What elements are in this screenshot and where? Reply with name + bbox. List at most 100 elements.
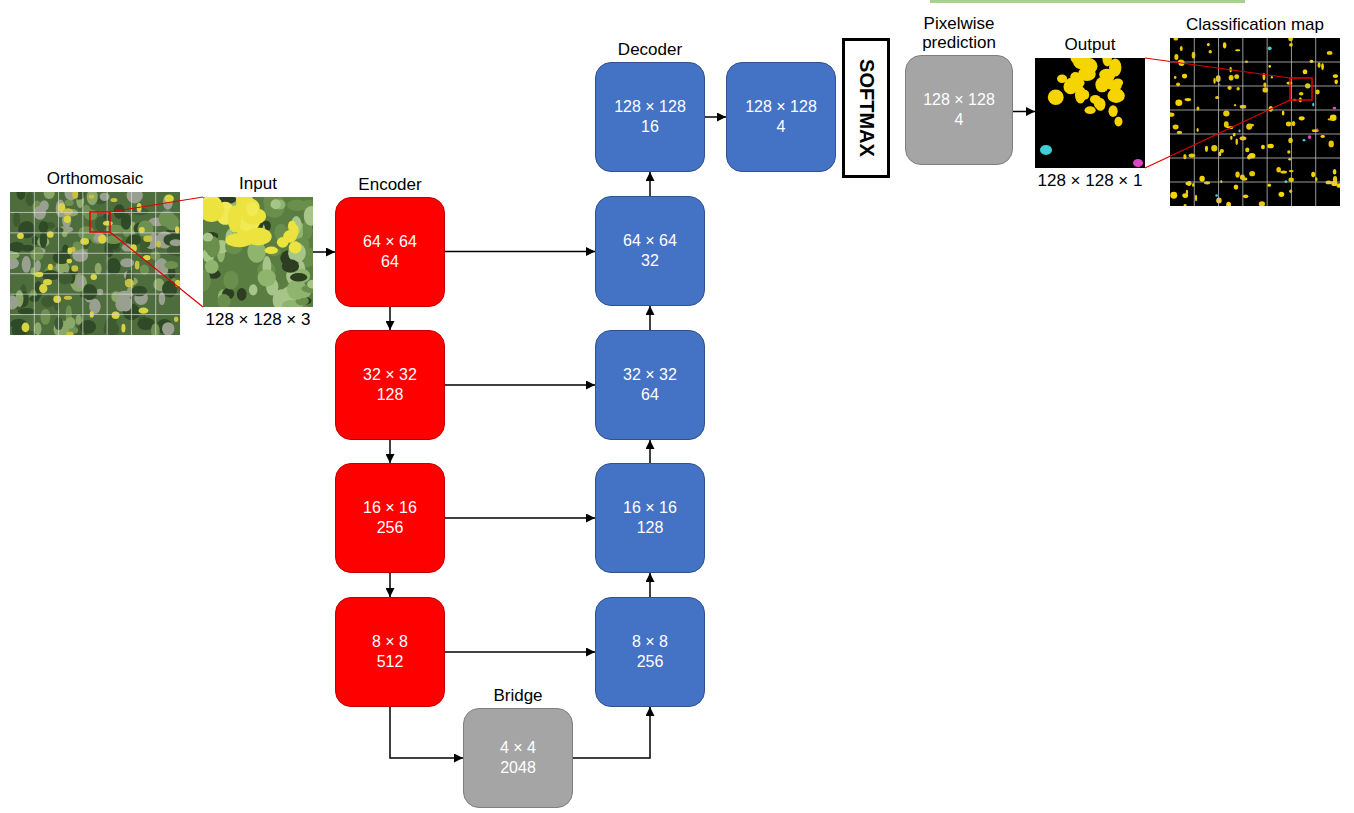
texture-patch bbox=[1286, 122, 1292, 127]
texture-patch bbox=[35, 260, 41, 271]
texture-patch bbox=[1173, 124, 1179, 129]
flow-arrow bbox=[705, 116, 726, 118]
texture-patch bbox=[223, 271, 238, 289]
texture-patch bbox=[217, 294, 230, 307]
texture-patch bbox=[1234, 104, 1236, 106]
texture-patch bbox=[139, 227, 145, 233]
flow-arrow bbox=[649, 573, 651, 597]
texture-patch bbox=[39, 221, 49, 233]
texture-patch bbox=[1282, 110, 1285, 115]
texture-patch bbox=[39, 284, 47, 293]
texture-patch bbox=[22, 322, 30, 332]
grid-line bbox=[1194, 38, 1195, 206]
zoom-leader bbox=[90, 58, 1312, 307]
decoder-block: 8 × 8256 bbox=[595, 597, 705, 707]
box-text: 256 bbox=[637, 652, 664, 672]
texture-patch bbox=[1320, 135, 1324, 138]
texture-patch bbox=[1311, 172, 1315, 177]
texture-patch bbox=[58, 272, 73, 284]
texture-patch bbox=[26, 192, 35, 206]
texture-patch bbox=[103, 221, 113, 226]
texture-patch bbox=[139, 308, 149, 314]
decoder-block: 128 × 1284 bbox=[726, 62, 836, 172]
grid-line bbox=[10, 294, 180, 295]
texture-patch bbox=[1328, 140, 1333, 147]
texture-patch bbox=[244, 228, 271, 246]
grid-line bbox=[1170, 110, 1340, 111]
texture-patch bbox=[65, 317, 76, 329]
decoder-block: 32 × 3264 bbox=[595, 330, 705, 440]
texture-patch bbox=[1235, 49, 1240, 51]
texture-patch bbox=[64, 215, 71, 222]
encoder-block: 16 × 16256 bbox=[335, 463, 445, 573]
box-text: 32 × 32 bbox=[363, 365, 417, 385]
texture-patch bbox=[237, 288, 247, 301]
texture-patch bbox=[1215, 194, 1218, 196]
grid-line bbox=[1291, 38, 1292, 206]
texture-patch bbox=[72, 192, 78, 199]
texture-patch bbox=[265, 247, 278, 255]
texture-patch bbox=[1303, 139, 1306, 141]
texture-patch bbox=[1243, 194, 1248, 198]
flow-arrow bbox=[445, 651, 595, 653]
texture-patch bbox=[1303, 69, 1308, 74]
box-text: 4 bbox=[955, 110, 964, 130]
grid-line bbox=[1170, 86, 1340, 87]
grid-line bbox=[10, 273, 180, 274]
box-text: 32 × 32 bbox=[623, 365, 677, 385]
texture-patch bbox=[1174, 76, 1177, 79]
grid-line bbox=[1170, 182, 1340, 183]
box-body bbox=[203, 197, 313, 307]
texture-patch bbox=[127, 192, 143, 203]
flow-arrow bbox=[649, 440, 651, 463]
texture-patch bbox=[1174, 38, 1179, 41]
texture-patch bbox=[137, 220, 153, 237]
texture-patch bbox=[282, 259, 299, 273]
box-text: 64 bbox=[381, 252, 399, 272]
texture-patch bbox=[17, 233, 24, 239]
box-text: 16 bbox=[641, 117, 659, 137]
box-body: 16 × 16256 bbox=[336, 464, 444, 572]
input-image: Input128 × 128 × 3 bbox=[203, 197, 313, 307]
flow-arrow bbox=[445, 517, 595, 519]
texture-patch bbox=[289, 241, 302, 253]
texture-patch bbox=[1235, 171, 1239, 177]
encoder-block: 8 × 8512 bbox=[335, 597, 445, 707]
grid-line bbox=[1170, 158, 1340, 159]
texture-patch bbox=[40, 232, 47, 248]
texture-patch bbox=[64, 192, 77, 200]
box-text: 128 × 128 bbox=[923, 90, 995, 110]
texture-patch bbox=[203, 233, 213, 242]
texture-patch bbox=[112, 311, 120, 319]
output-image: Output128 × 128 × 1 bbox=[1035, 58, 1145, 168]
texture-patch bbox=[1175, 100, 1182, 106]
box-text: 64 bbox=[641, 385, 659, 405]
texture-patch bbox=[1211, 145, 1217, 151]
texture-patch bbox=[290, 224, 298, 237]
texture-patch bbox=[1334, 79, 1337, 84]
texture-patch bbox=[1223, 42, 1226, 48]
box-body bbox=[1035, 58, 1145, 168]
texture-patch bbox=[131, 286, 147, 297]
texture-patch bbox=[270, 199, 280, 209]
texture-patch bbox=[95, 263, 102, 275]
texture-patch bbox=[304, 206, 313, 226]
texture-patch bbox=[1235, 139, 1237, 145]
texture-patch bbox=[1109, 58, 1121, 76]
flow-arrow bbox=[649, 172, 651, 196]
texture-patch bbox=[1245, 148, 1249, 153]
box-body: SOFTMAX bbox=[845, 41, 887, 175]
box-text: 128 bbox=[637, 518, 664, 538]
texture-patch bbox=[55, 227, 63, 233]
texture-patch bbox=[1073, 58, 1092, 70]
texture-patch bbox=[80, 238, 89, 245]
output-picture bbox=[1035, 58, 1145, 168]
box-text: 128 × 128 bbox=[614, 97, 686, 117]
box-body: 128 × 1284 bbox=[727, 63, 835, 171]
texture-patch bbox=[1220, 149, 1224, 153]
texture-patch bbox=[1261, 145, 1265, 150]
texture-patch bbox=[1065, 77, 1085, 89]
texture-patch bbox=[1333, 74, 1338, 78]
box-body: 32 × 32128 bbox=[336, 331, 444, 439]
grid-line bbox=[34, 192, 35, 335]
